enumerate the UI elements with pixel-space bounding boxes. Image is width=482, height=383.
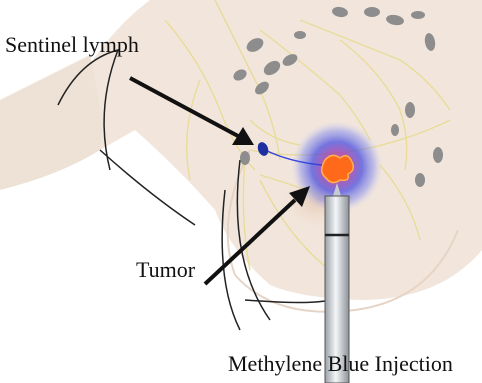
upper-body-skin — [80, 0, 482, 300]
tumor-label: Tumor — [136, 259, 195, 281]
sentinel-lymph-label: Sentinel lymph — [5, 34, 139, 56]
tumor — [322, 155, 354, 182]
methylene-blue-injection-label: Methylene Blue Injection — [228, 353, 453, 375]
arm-skin — [0, 55, 101, 190]
breast-under-outline — [245, 300, 330, 303]
